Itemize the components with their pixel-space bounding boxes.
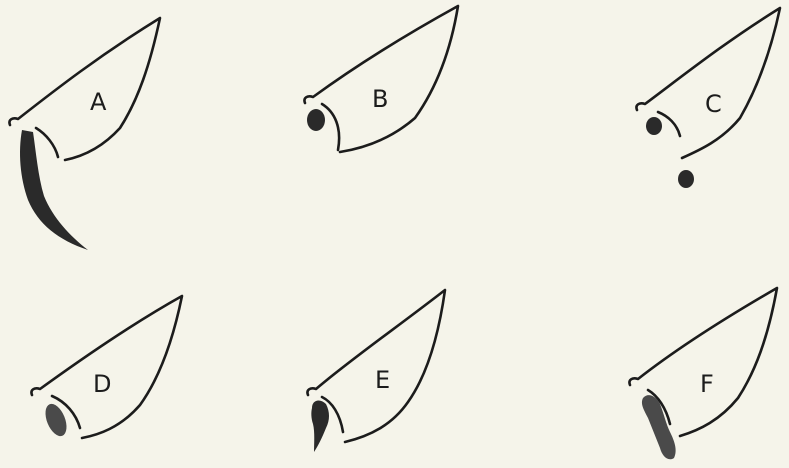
panel-f: F	[629, 288, 777, 459]
panel-d: D	[31, 296, 182, 439]
panel-e: E	[307, 290, 445, 452]
panel-a-label: A	[90, 88, 107, 116]
panel-b: B	[304, 6, 458, 152]
panel-c-wing-outline	[636, 8, 780, 158]
panel-c-lower-mark	[678, 170, 694, 188]
panel-b-round-mark	[307, 109, 325, 131]
panel-d-label: D	[93, 370, 111, 398]
panel-c-label: C	[705, 90, 722, 118]
panel-f-label: F	[700, 370, 714, 398]
panel-b-wing-outline	[304, 6, 458, 152]
panel-c-upper-mark	[646, 117, 662, 135]
panel-e-label: E	[375, 366, 390, 394]
panel-c: C	[636, 8, 780, 188]
panel-e-teardrop-mark	[311, 401, 329, 452]
panel-a: A	[9, 18, 160, 250]
panel-f-elongated-mark	[642, 395, 676, 459]
panel-b-label: B	[372, 85, 388, 113]
